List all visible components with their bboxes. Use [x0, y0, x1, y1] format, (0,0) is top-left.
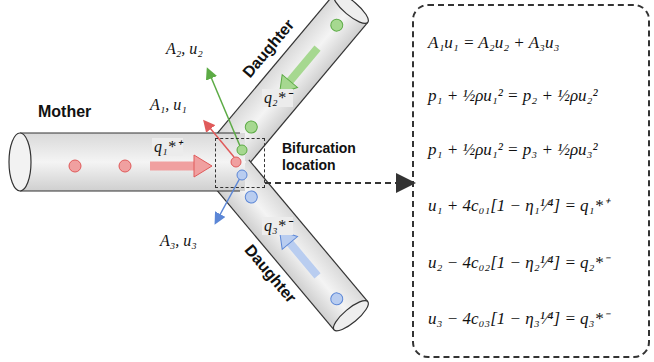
- equation-box: A₁u₁ = A₂u₂ + A₃u₃ p₁ + ½ρu₁² = p₂ + ½ρu₂…: [412, 4, 650, 358]
- particle: [231, 157, 241, 167]
- velocity-arrow: [205, 122, 234, 157]
- velocity-arrow: [216, 178, 240, 222]
- mother-vessel: Mother: [20, 133, 245, 191]
- equation: u₁ + 4c₀₁[1 − η₁¹⁄⁴] = q₁*⁺: [428, 193, 640, 216]
- characteristic-label: q₁*⁺: [152, 138, 183, 156]
- equation: u₃ − 4c₀₃[1 − η₃¹⁄⁴] = q₃*⁻: [428, 306, 640, 329]
- node-title: Bifurcation location: [282, 140, 378, 174]
- velocity-arrow: [208, 70, 240, 146]
- characteristic-label: q₂*⁻: [262, 89, 293, 107]
- equation: p₁ + ½ρu₁² = p₂ + ½ρu₂²: [428, 86, 640, 106]
- bifurcation-box: Bifurcation location: [215, 138, 265, 188]
- equation: p₁ + ½ρu₁² = p₃ + ½ρu₃²: [428, 140, 640, 160]
- particle: [237, 145, 247, 155]
- particle: [237, 170, 247, 180]
- characteristic-label: q₃*⁻: [262, 217, 293, 235]
- area-velocity-label: A₃, u₃: [160, 232, 197, 250]
- node-title: Daughter: [241, 241, 300, 306]
- equation: u₂ − 4c₀₂[1 − η₂¹⁄⁴] = q₂*⁻: [428, 250, 640, 273]
- equation: A₁u₁ = A₂u₂ + A₃u₃: [428, 33, 640, 53]
- node-title: Mother: [38, 103, 91, 121]
- dashed-arrow: [265, 182, 412, 184]
- area-velocity-label: A₂, u₂: [166, 40, 203, 58]
- node-title: Daughter: [239, 16, 298, 81]
- mother-tube: [9, 133, 245, 191]
- area-velocity-label: A₁, u₁: [150, 96, 187, 114]
- daughter-vessel: Daughter: [215, 160, 368, 330]
- daughter-vessel: Daughter: [215, 0, 368, 164]
